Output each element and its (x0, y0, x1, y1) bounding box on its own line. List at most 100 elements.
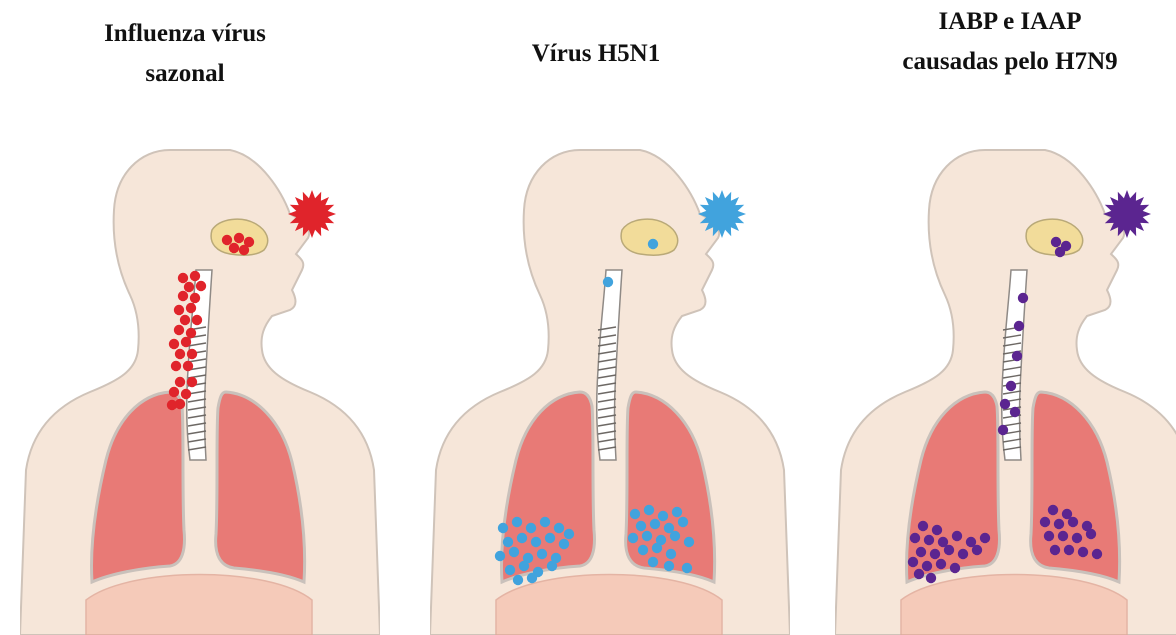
virus-particle (180, 315, 190, 325)
virus-particle (169, 387, 179, 397)
virus-particle (554, 523, 564, 533)
panel-title-h7n9: IABP e IAAP causadas pelo H7N9 (820, 2, 1176, 82)
virus-particle (169, 339, 179, 349)
virus-particle (664, 561, 674, 571)
virus-particle (190, 293, 200, 303)
virus-particle (1048, 505, 1058, 515)
virus-particle (540, 517, 550, 527)
virus-particle (666, 549, 676, 559)
virus-particle (638, 545, 648, 555)
virus-particle (175, 349, 185, 359)
virus-particle (1050, 545, 1060, 555)
virus-particle (916, 547, 926, 557)
virus-particle (652, 543, 662, 553)
virus-particle (526, 523, 536, 533)
virus-particle (190, 271, 200, 281)
virus-particle (1092, 549, 1102, 559)
body-diagram-h7n9 (835, 130, 1176, 635)
virus-particle (944, 545, 954, 555)
virus-particle (682, 563, 692, 573)
virus-particle (972, 545, 982, 555)
virus-particle (187, 377, 197, 387)
virus-particle (918, 521, 928, 531)
virus-particle (192, 315, 202, 325)
virus-particle (644, 505, 654, 515)
virus-particle (952, 531, 962, 541)
virus-particle (527, 573, 537, 583)
virus-icon (698, 190, 746, 238)
virus-particle (239, 245, 249, 255)
virus-particle (234, 233, 244, 243)
virus-particle (222, 235, 232, 245)
virus-particle (910, 533, 920, 543)
virus-particle (642, 531, 652, 541)
panel-h7n9 (835, 130, 1176, 635)
virus-particle (503, 537, 513, 547)
virus-icon (288, 190, 336, 238)
body-diagram-h5n1 (430, 130, 790, 635)
virus-particle (924, 535, 934, 545)
diaphragm (496, 575, 722, 635)
virus-particle (648, 239, 658, 249)
panel-title-seasonal: Influenza vírus sazonal (0, 14, 375, 94)
virus-particle (186, 303, 196, 313)
virus-particle (1068, 517, 1078, 527)
virus-particle (1014, 321, 1024, 331)
virus-particle (517, 533, 527, 543)
panel-title-h5n1: Vírus H5N1 (406, 34, 786, 74)
virus-particle (1064, 545, 1074, 555)
virus-particle (167, 400, 177, 410)
virus-particle (914, 569, 924, 579)
virus-particle (519, 561, 529, 571)
virus-particle (1010, 407, 1020, 417)
virus-particle (1000, 399, 1010, 409)
virus-particle (183, 361, 193, 371)
virus-particle (184, 282, 194, 292)
virus-particle (922, 561, 932, 571)
virus-particle (1055, 247, 1065, 257)
virus-particle (559, 539, 569, 549)
virus-particle (513, 575, 523, 585)
virus-particle (684, 537, 694, 547)
virus-particle (186, 328, 196, 338)
virus-particle (509, 547, 519, 557)
virus-particle (1051, 237, 1061, 247)
virus-particle (545, 533, 555, 543)
virus-particle (498, 523, 508, 533)
virus-particle (950, 563, 960, 573)
panel-seasonal (20, 130, 380, 635)
virus-particle (636, 521, 646, 531)
virus-particle (648, 557, 658, 567)
virus-particle (603, 277, 613, 287)
virus-particle (1006, 381, 1016, 391)
virus-particle (908, 557, 918, 567)
virus-particle (658, 511, 668, 521)
virus-particle (1086, 529, 1096, 539)
diaphragm (901, 575, 1127, 635)
virus-particle (178, 273, 188, 283)
virus-particle (1012, 351, 1022, 361)
virus-particle (531, 537, 541, 547)
virus-particle (932, 525, 942, 535)
virus-particle (187, 349, 197, 359)
virus-particle (229, 243, 239, 253)
virus-particle (628, 533, 638, 543)
virus-particle (174, 325, 184, 335)
virus-particle (678, 517, 688, 527)
panel-h5n1 (430, 130, 790, 635)
virus-particle (505, 565, 515, 575)
virus-particle (495, 551, 505, 561)
virus-particle (998, 425, 1008, 435)
virus-particle (1072, 533, 1082, 543)
virus-particle (672, 507, 682, 517)
virus-particle (178, 291, 188, 301)
virus-particle (1044, 531, 1054, 541)
virus-particle (650, 519, 660, 529)
virus-particle (181, 337, 191, 347)
virus-particle (512, 517, 522, 527)
virus-particle (175, 377, 185, 387)
virus-particle (670, 531, 680, 541)
virus-particle (1054, 519, 1064, 529)
virus-particle (181, 389, 191, 399)
virus-particle (564, 529, 574, 539)
